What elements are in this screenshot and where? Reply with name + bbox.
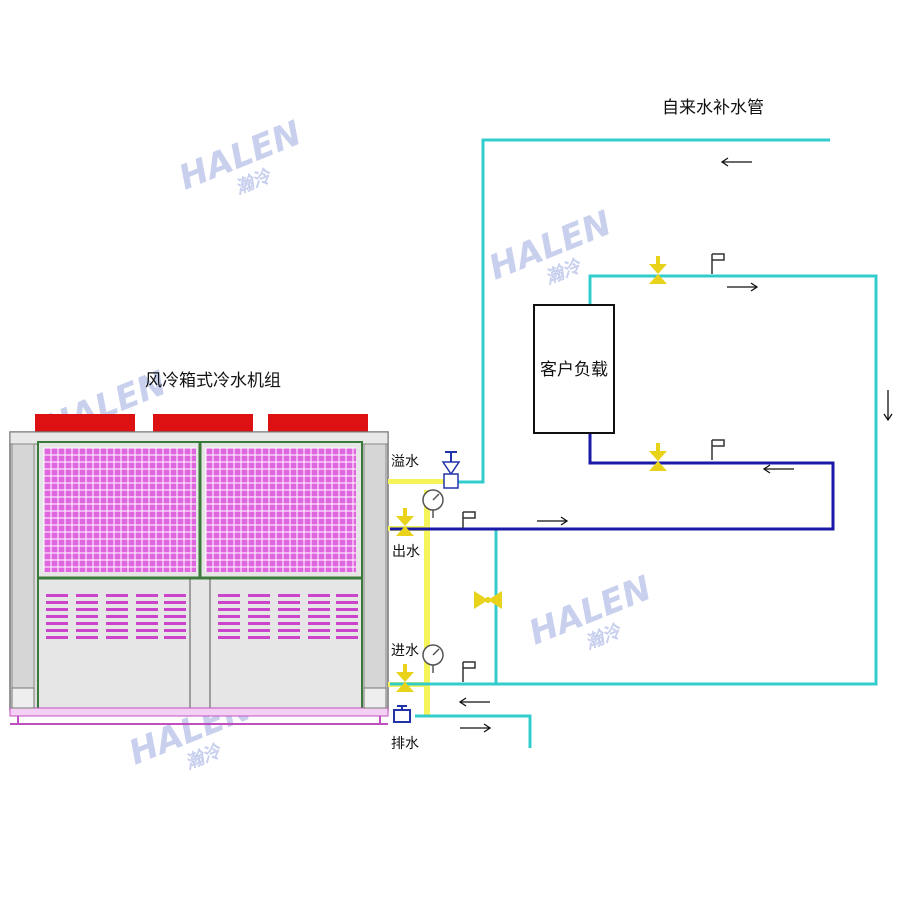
fan-2 (153, 414, 253, 436)
fan-3 (268, 414, 368, 436)
yellow-pipe-vertical (424, 490, 430, 716)
customer-load-label: 客户负载 (540, 360, 608, 380)
watermark-1: HALEN 瀚泠 (173, 113, 307, 199)
outlet-label: 出水 (392, 544, 420, 560)
inlet-label: 进水 (391, 643, 419, 659)
flag-marker-icon (462, 661, 476, 682)
valve-icon (649, 443, 667, 471)
valve-icon (396, 508, 414, 536)
overflow-label: 溢水 (391, 454, 419, 470)
coil-grid-right (205, 447, 356, 572)
unit-title: 风冷箱式冷水机组 (145, 371, 281, 391)
drain-pipe (415, 714, 532, 748)
globe-valve-icon (441, 451, 461, 489)
supply-pipe (390, 432, 835, 531)
valve-icon (396, 664, 414, 692)
chiller-unit (9, 414, 389, 725)
watermark-4: HALEN 瀚泠 (523, 568, 657, 654)
drain-label: 排水 (391, 736, 419, 752)
pressure-gauge-icon (422, 489, 444, 518)
arrow-right-icon (537, 516, 569, 526)
arrow-left-icon (458, 697, 490, 707)
coil-grid-left (43, 447, 196, 572)
arrow-right-icon (727, 282, 759, 292)
tap-water-pipe (456, 138, 830, 484)
arrow-left-icon (720, 157, 752, 167)
valve-icon (649, 256, 667, 284)
flag-marker-icon (711, 439, 725, 460)
return-pipe (390, 274, 878, 686)
yellow-pipe-overflow (388, 479, 458, 484)
fan-1 (35, 414, 135, 436)
flag-marker-icon (711, 253, 725, 274)
drain-valve-icon (393, 705, 411, 723)
unit-base (9, 707, 389, 717)
louver-panel (46, 594, 358, 639)
flag-marker-icon (462, 511, 476, 528)
arrow-right-icon (460, 723, 492, 733)
tap-water-label: 自来水补水管 (662, 98, 764, 118)
check-valve-icon (474, 591, 502, 609)
arrow-down-icon (883, 390, 893, 422)
customer-load-box (533, 304, 615, 434)
arrow-left-icon (762, 464, 794, 474)
pressure-gauge-icon (422, 644, 444, 673)
watermark-2: HALEN 瀚泠 (483, 203, 617, 289)
